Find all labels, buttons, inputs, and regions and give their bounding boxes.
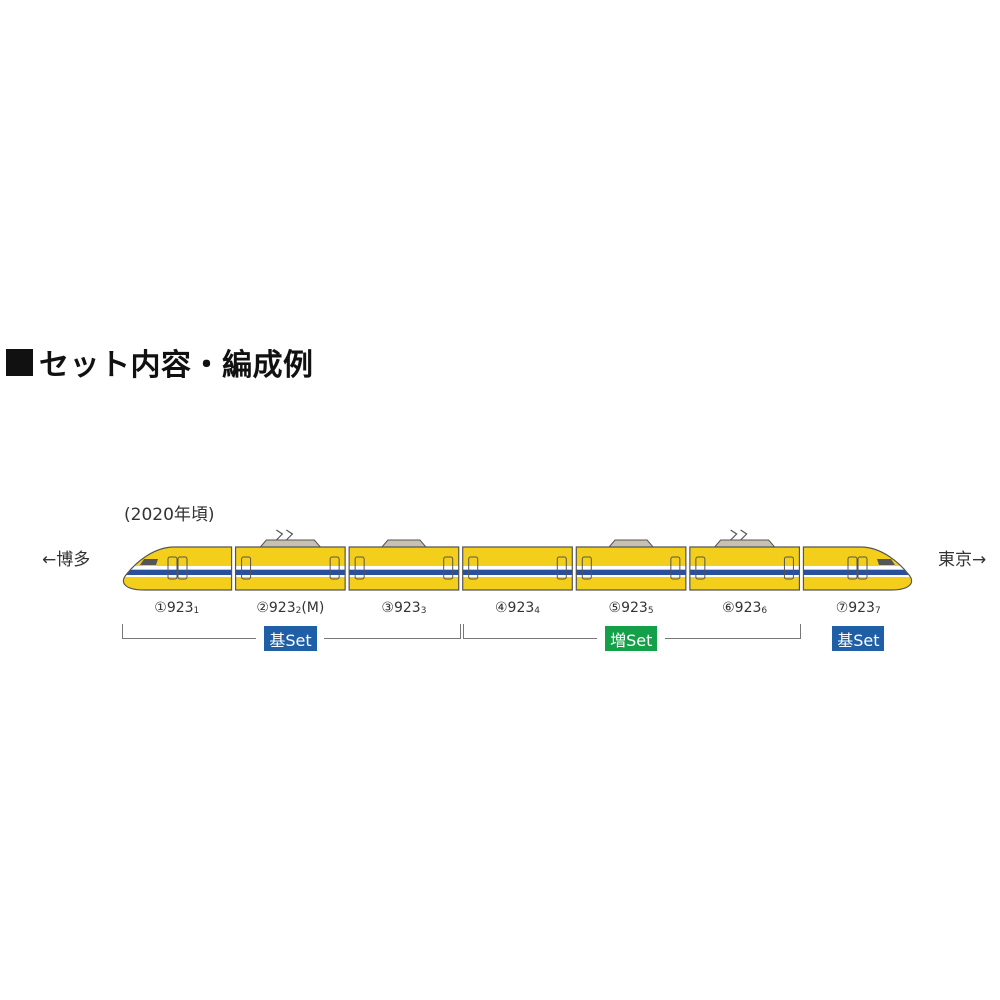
car-1 [122,546,233,591]
car-door [443,556,454,580]
car-outline [462,546,573,591]
car-stripes [235,566,346,577]
car-stripes [689,566,800,577]
car-door [241,556,252,580]
white-stripe [235,566,346,569]
blue-stripe [349,570,459,575]
car-label-number: ③923 [381,600,421,616]
blue-stripe [235,570,346,575]
car-stripes [462,566,573,577]
car-label: ①9231 [154,600,199,616]
white-stripe [462,566,573,569]
car-outline [122,546,233,591]
white-stripe [576,566,686,569]
car-label-number: ⑤923 [608,600,648,616]
car-3 [348,539,460,591]
windshield-icon [877,559,895,565]
white-stripe [576,575,686,577]
white-stripe [235,575,346,577]
car-outline [575,546,687,591]
era-note: (2020年頃) [124,505,215,525]
car-door [329,556,340,580]
car-label-sub: 3 [420,606,427,616]
roof-cover-icon [713,539,776,548]
car-label-number: ⑦923 [835,600,875,616]
car-outline [802,546,913,591]
car-stripes [576,566,686,577]
blue-stripe [462,570,573,575]
car-stripes [349,566,459,577]
car-6 [689,529,801,591]
white-stripe [349,575,459,577]
car-label: ④9234 [495,600,540,616]
car-label-sub: 7 [874,606,881,616]
section-heading: セット内容・編成例 [6,340,314,384]
car-label-number: ①923 [154,600,194,616]
car-label: ⑥9236 [722,600,767,616]
car-label: ③9233 [381,600,426,616]
car-door [354,556,365,580]
roof-cover-icon [380,539,428,548]
pantograph-icon [730,529,748,541]
car-label-sub: 6 [761,606,768,616]
car-label-suffix: (M) [301,600,325,616]
blue-stripe [576,570,686,575]
car-7 [802,546,913,591]
car-door [847,556,858,580]
car-door [468,556,479,580]
base-set-badge: 基Set [832,626,885,651]
car-door [695,556,706,580]
car-door [581,556,592,580]
car-label-sub: 4 [534,606,541,616]
car-label: ⑤9235 [609,600,654,616]
car-label-number: ④923 [494,600,535,616]
car-door [670,556,681,580]
car-outline [689,546,801,591]
car-door [556,556,567,580]
car-outline [234,546,346,591]
car-label: ②9232(M) [256,600,324,616]
direction-right-label: 東京→ [938,550,987,570]
car-2 [234,529,346,591]
white-stripe [689,575,800,577]
heading-title: セット内容・編成例 [39,348,314,383]
white-stripe [462,575,573,577]
car-label-sub: 1 [193,606,200,616]
roof-cover-icon [259,539,322,548]
direction-left-label: ←博多 [42,550,91,570]
roof-cover-icon [607,539,655,548]
black-square-icon [6,348,33,376]
car-door [857,556,868,580]
car-label-sub: 2 [295,606,302,616]
base-set-badge: 基Set [264,626,317,651]
car-door [167,556,178,580]
pantograph-icon [275,529,294,541]
blue-stripe [689,570,800,575]
car-outline [348,546,460,591]
car-label: ⑦9237 [836,600,881,616]
add-set-badge: 増Set [605,626,658,651]
white-stripe [349,566,459,569]
white-stripe [689,566,800,569]
car-4 [462,546,573,591]
car-5 [575,539,687,591]
car-label-sub: 5 [647,606,654,616]
car-label-number: ⑥923 [722,600,762,616]
car-door [783,556,794,580]
windshield-icon [140,559,158,565]
car-door [177,556,188,580]
car-label-number: ②923 [256,600,296,616]
